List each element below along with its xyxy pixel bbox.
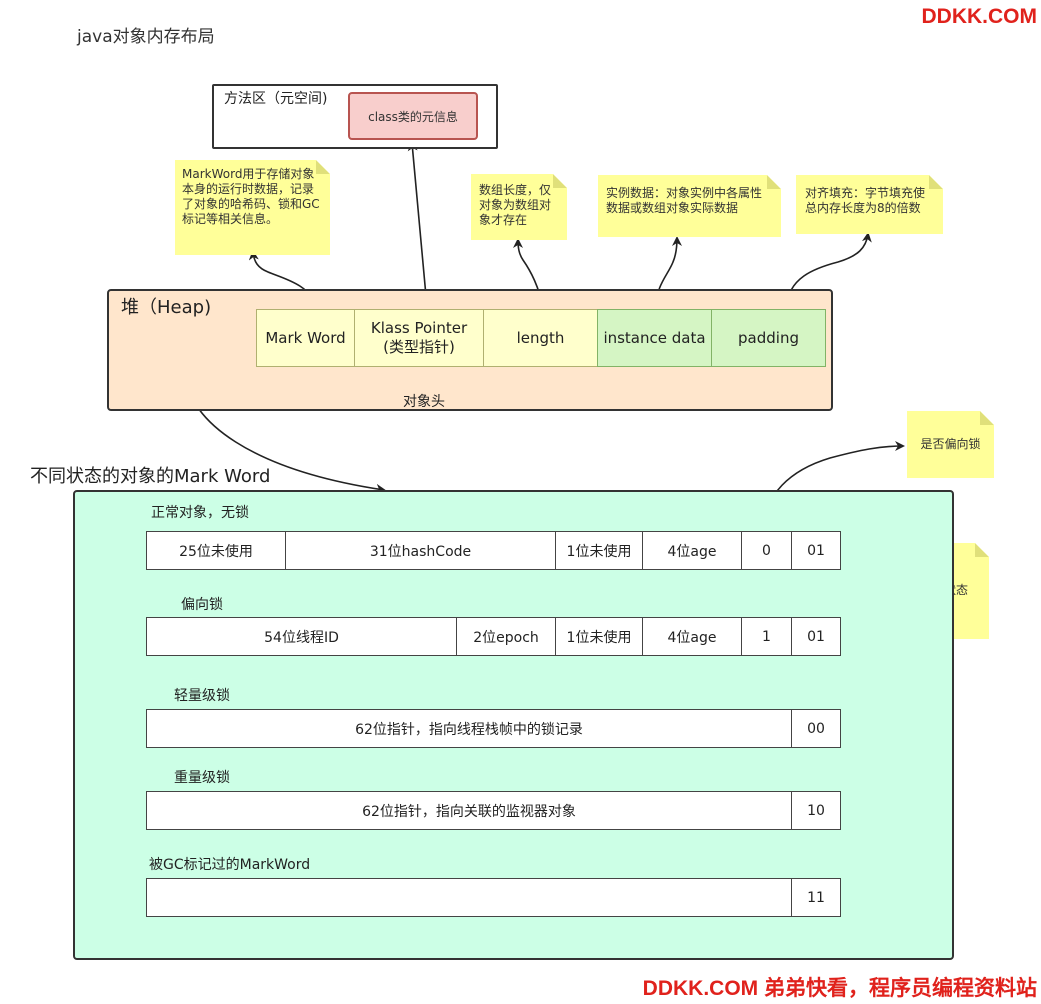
row-label-normal: 正常对象，无锁: [151, 505, 249, 521]
klass-pointer-cell: Klass Pointer (类型指针): [354, 309, 484, 367]
class-info-box: class类的元信息: [348, 92, 478, 140]
brand-logo-top: DDKK.COM: [921, 5, 1038, 28]
biased-lock-note: 是否偏向锁: [907, 411, 994, 478]
cell-lock-bits: 01: [807, 628, 825, 645]
page-title: java对象内存布局: [77, 27, 215, 47]
markword-note-text: MarkWord用于存储对象本身的运行时数据，记录了对象的哈希码、锁和GC标记等…: [182, 167, 320, 226]
markword-row-normal: 25位未使用 31位hashCode 1位未使用 4位age 0 01: [146, 531, 841, 570]
length-cell: length: [483, 309, 598, 367]
cell-thread-id: 54位线程ID: [147, 618, 457, 655]
cell-monitor-pointer: 62位指针，指向关联的监视器对象: [147, 792, 792, 829]
cell-unused-1: 1位未使用: [556, 618, 643, 655]
cell-lock-record-pointer: 62位指针，指向线程栈帧中的锁记录: [147, 710, 792, 747]
row-label-biased: 偏向锁: [181, 597, 223, 613]
cell-lock-bits: 11: [807, 889, 825, 906]
markword-row-heavyweight: 62位指针，指向关联的监视器对象 10: [146, 791, 841, 830]
markword-note: MarkWord用于存储对象本身的运行时数据，记录了对象的哈希码、锁和GC标记等…: [175, 160, 330, 255]
instance-data-cell: instance data: [597, 309, 712, 367]
length-note-text: 数组长度，仅对象为数组对象才存在: [479, 183, 552, 227]
markword-row-gc-marked: 11: [146, 878, 841, 917]
padding-note-arrow: [786, 232, 872, 309]
klass-pointer-cell-sublabel: (类型指针): [383, 338, 455, 356]
padding-cell: padding: [711, 309, 826, 367]
cell-biased-bit: 0: [742, 532, 792, 569]
brand-footer: DDKK.COM 弟弟快看，程序员编程资料站: [642, 977, 1037, 1000]
instance-data-cell-label: instance data: [603, 328, 706, 347]
row-label-heavyweight: 重量级锁: [174, 770, 230, 786]
biased-lock-note-text: 是否偏向锁: [920, 437, 981, 451]
markword-row-biased: 54位线程ID 2位epoch 1位未使用 4位age 1 01: [146, 617, 841, 656]
method-area: 方法区（元空间) class类的元信息: [212, 84, 498, 149]
cell-epoch: 2位epoch: [457, 618, 556, 655]
mark-word-cell: Mark Word: [256, 309, 355, 367]
markword-row-lightweight: 62位指针，指向线程栈帧中的锁记录 00: [146, 709, 841, 748]
cell-lock-bits: 01: [807, 542, 825, 559]
cell-unused-1: 1位未使用: [556, 532, 643, 569]
row-label-gc-marked: 被GC标记过的MarkWord: [149, 857, 311, 873]
cell-lock-bits: 00: [807, 720, 825, 737]
cell-age: 4位age: [643, 618, 742, 655]
cell-biased-bit: 1: [742, 618, 792, 655]
klass-pointer-cell-label: Klass Pointer: [370, 319, 468, 337]
length-cell-label: length: [516, 328, 565, 347]
cell-hashcode: 31位hashCode: [286, 532, 556, 569]
instance-data-note-text: 实例数据：对象实例中各属性数据或数组对象实际数据: [606, 186, 763, 215]
cell-lock-bits: 10: [807, 802, 825, 819]
heap-label: 堆（Heap): [121, 297, 212, 318]
mark-word-cell-label: Mark Word: [265, 328, 346, 347]
padding-note: 对齐填充：字节填充使总内存长度为8的倍数: [796, 175, 943, 234]
cell-empty: [147, 879, 792, 916]
length-note: 数组长度，仅对象为数组对象才存在: [471, 174, 567, 240]
object-header-label: 对象头: [403, 394, 445, 410]
instance-data-note: 实例数据：对象实例中各属性数据或数组对象实际数据: [598, 175, 781, 237]
cell-age: 4位age: [643, 532, 742, 569]
row-label-lightweight: 轻量级锁: [174, 688, 230, 704]
klass-pointer-arrow: [407, 141, 428, 308]
padding-cell-label: padding: [738, 328, 799, 347]
cell-unused-25: 25位未使用: [147, 532, 286, 569]
padding-note-text: 对齐填充：字节填充使总内存长度为8的倍数: [805, 186, 926, 215]
method-area-label: 方法区（元空间): [224, 91, 328, 107]
markword-section-title: 不同状态的对象的Mark Word: [30, 466, 271, 487]
